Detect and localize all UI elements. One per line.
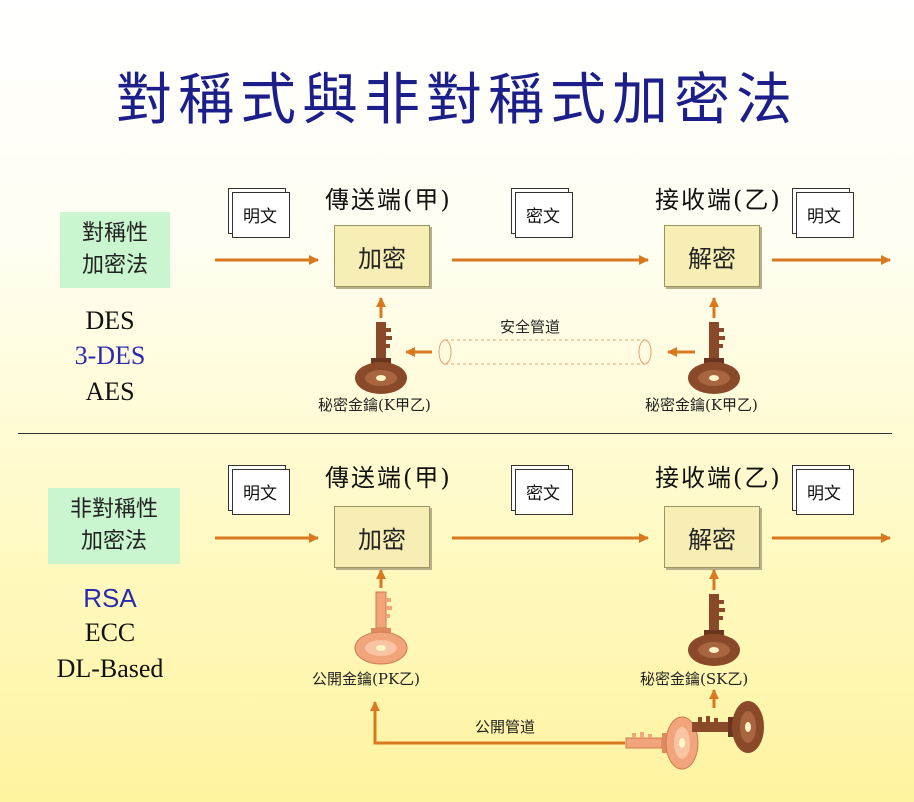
- sym-plaintext-in-label: 明文: [243, 206, 277, 227]
- asym-encrypt-box: 加密: [334, 506, 430, 568]
- asym-channel-label: 公開管道: [475, 718, 536, 736]
- key-pair-icon: [625, 701, 764, 770]
- algo-des: DES: [85, 306, 135, 335]
- asym-decrypt-box: 解密: [664, 506, 760, 568]
- asym-receiver-heading: 接收端(乙): [655, 464, 782, 492]
- asym-ciphertext-document: 密文: [511, 465, 573, 515]
- sym-receiver-heading: 接收端(乙): [655, 186, 782, 214]
- sym-sender-heading: 傳送端(甲): [325, 186, 452, 214]
- public-key-icon: [354, 591, 408, 665]
- asym-key-receiver-label: 秘密金鑰(SK乙): [640, 670, 749, 688]
- asymmetric-label: 非對稱性 加密法: [48, 488, 180, 564]
- secret-key-icon: [688, 322, 740, 394]
- sym-plaintext-out-document: 明文: [792, 188, 854, 238]
- sym-key-sender-label: 秘密金鑰(K甲乙): [318, 396, 431, 414]
- asym-plaintext-in-document: 明文: [228, 465, 290, 515]
- page-title: 對稱式與非對稱式加密法: [116, 68, 798, 133]
- symmetric-label: 對稱性 加密法: [60, 212, 170, 288]
- algo-dl-based: DL-Based: [56, 654, 164, 683]
- sym-decrypt-box: 解密: [664, 225, 760, 287]
- asym-ciphertext-label: 密文: [526, 483, 560, 504]
- sym-ciphertext-document: 密文: [511, 188, 573, 238]
- asymmetric-label-line1: 非對稱性: [69, 497, 158, 522]
- algo-rsa: RSA: [83, 583, 137, 613]
- symmetric-label-line1: 對稱性: [81, 221, 148, 246]
- asym-flow-arrows: [215, 533, 891, 745]
- algo-aes: AES: [85, 377, 135, 406]
- algo-ecc: ECC: [84, 618, 136, 647]
- sym-plaintext-in-document: 明文: [228, 188, 290, 238]
- asym-plaintext-out-document: 明文: [792, 465, 854, 515]
- sym-encrypt-box: 加密: [334, 225, 430, 287]
- asym-key-sender-label: 公開金鑰(PK乙): [312, 670, 421, 688]
- asym-plaintext-in-label: 明文: [243, 483, 277, 504]
- secret-key-icon: [688, 594, 740, 666]
- algo-3des: 3-DES: [74, 341, 146, 370]
- sym-plaintext-out-label: 明文: [807, 206, 841, 227]
- sym-channel-label: 安全管道: [500, 318, 561, 336]
- asym-sender-heading: 傳送端(甲): [325, 464, 452, 492]
- sym-flow-arrows: [215, 255, 891, 357]
- asymmetric-label-line2: 加密法: [80, 529, 147, 554]
- sym-ciphertext-label: 密文: [526, 206, 560, 227]
- sym-key-receiver-label: 秘密金鑰(K甲乙): [645, 396, 758, 414]
- section-divider: [18, 433, 892, 434]
- pipe-icon: [438, 339, 652, 365]
- secret-key-icon: [355, 322, 407, 394]
- asym-plaintext-out-label: 明文: [807, 483, 841, 504]
- symmetric-label-line2: 加密法: [81, 253, 148, 278]
